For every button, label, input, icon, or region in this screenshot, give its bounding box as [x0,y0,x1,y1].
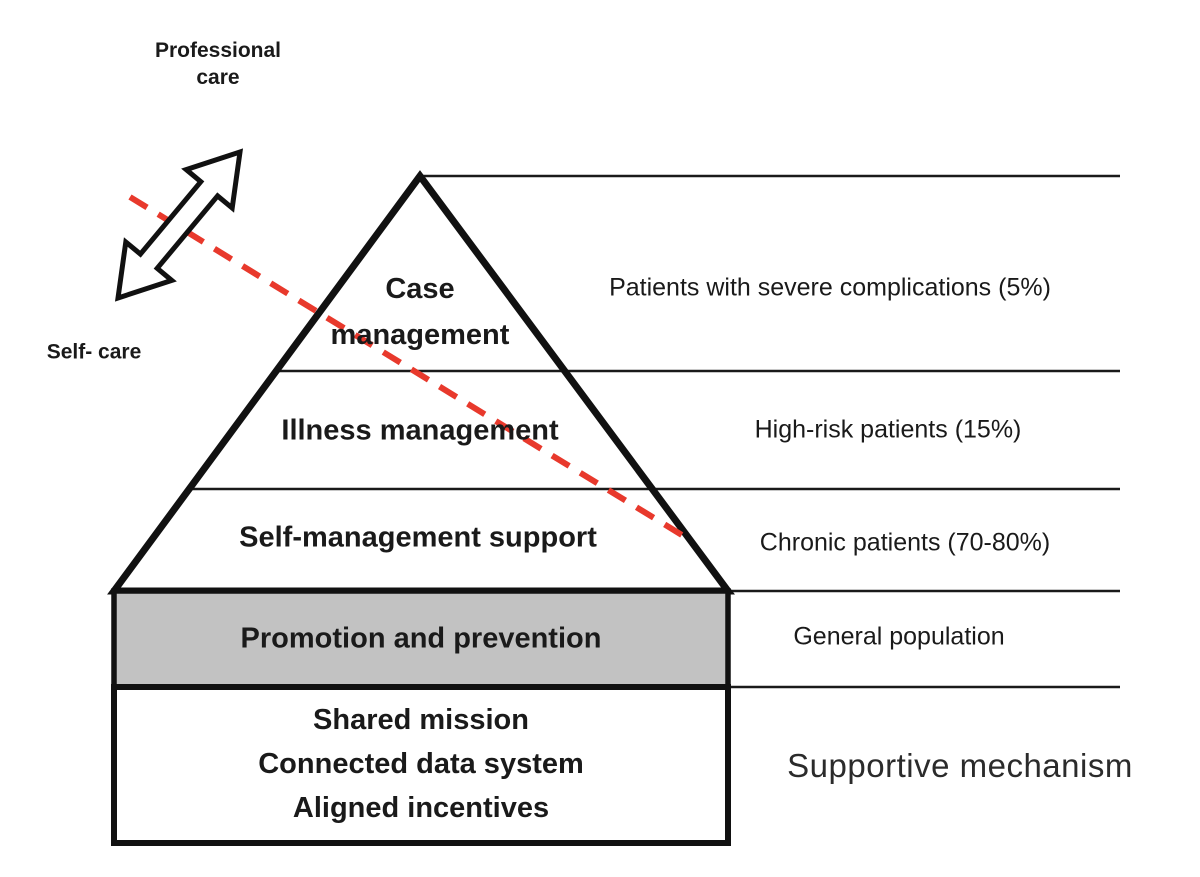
foundation-line-aligned-incentives: Aligned incentives [292,792,550,824]
population-label-chronic: Chronic patients (70-80%) [759,528,1051,557]
professional-care-line2: care [196,66,240,89]
professional-care-label: Professional care [155,37,281,91]
care-axis-double-arrow-icon [114,148,244,302]
tier-label-promotion-prevention: Promotion and prevention [240,622,602,655]
foundation-box [111,684,731,846]
self-care-label: Self- care [46,340,142,364]
population-label-severe-complications: Patients with severe complications (5%) [609,273,1051,302]
population-label-high-risk: High-risk patients (15%) [754,415,1022,444]
professional-care-line1: Professional [154,39,282,62]
foundation-line-shared-mission: Shared mission [313,704,529,736]
population-label-general: General population [793,622,1005,651]
care-continuum-dashed-line [128,194,692,543]
population-label-supportive-mechanism: Supportive mechanism [787,747,1133,784]
tier-label-illness-management: Illness management [281,414,559,447]
tier-label-case-management: Case management [330,273,510,351]
foundation-line-connected-data: Connected data system [258,748,584,780]
tier-label-self-management-support: Self-management support [239,521,597,554]
foundation-text: Shared mission Connected data system Ali… [258,698,584,830]
